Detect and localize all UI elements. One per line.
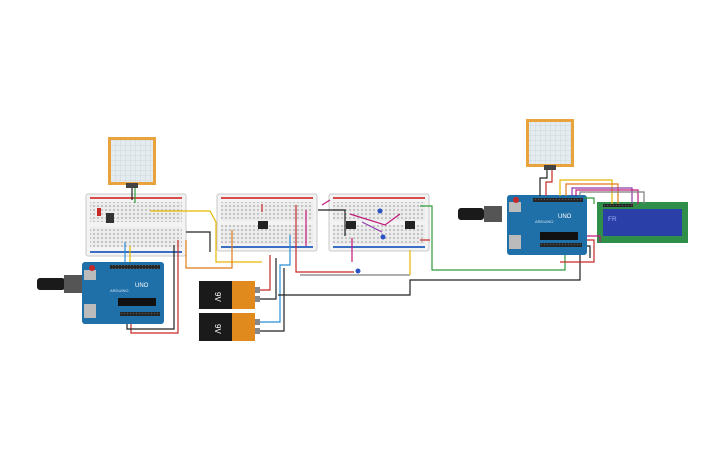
wires xyxy=(124,170,645,334)
lcd-display[interactable]: FR xyxy=(597,202,688,243)
arduino-left[interactable]: UNO ARDUINO xyxy=(37,262,164,324)
touch-pad-left[interactable] xyxy=(108,137,156,188)
ic-chip xyxy=(346,221,356,229)
ic-chip xyxy=(106,213,114,223)
arduino-right[interactable]: UNO ARDUINO xyxy=(458,195,587,255)
lcd-text: FR xyxy=(608,216,617,223)
battery-top[interactable]: 9V xyxy=(199,281,260,309)
breadboard-left[interactable] xyxy=(85,193,187,257)
chips xyxy=(97,208,415,274)
battery-bottom[interactable]: 9V xyxy=(199,313,260,341)
arduino-left-logo: UNO xyxy=(135,283,149,289)
arduino-right-brand: ARDUINO xyxy=(535,219,553,224)
ic-chip xyxy=(258,221,268,229)
led xyxy=(97,208,101,216)
arduino-left-brand: ARDUINO xyxy=(110,288,128,293)
led xyxy=(377,208,383,214)
battery-top-label: 9V xyxy=(213,292,222,302)
led xyxy=(355,268,361,274)
arduino-right-logo: UNO xyxy=(558,214,572,220)
touch-pad-right[interactable] xyxy=(526,119,574,170)
battery-bottom-label: 9V xyxy=(213,324,222,334)
ic-chip xyxy=(405,221,415,229)
led xyxy=(380,234,386,240)
